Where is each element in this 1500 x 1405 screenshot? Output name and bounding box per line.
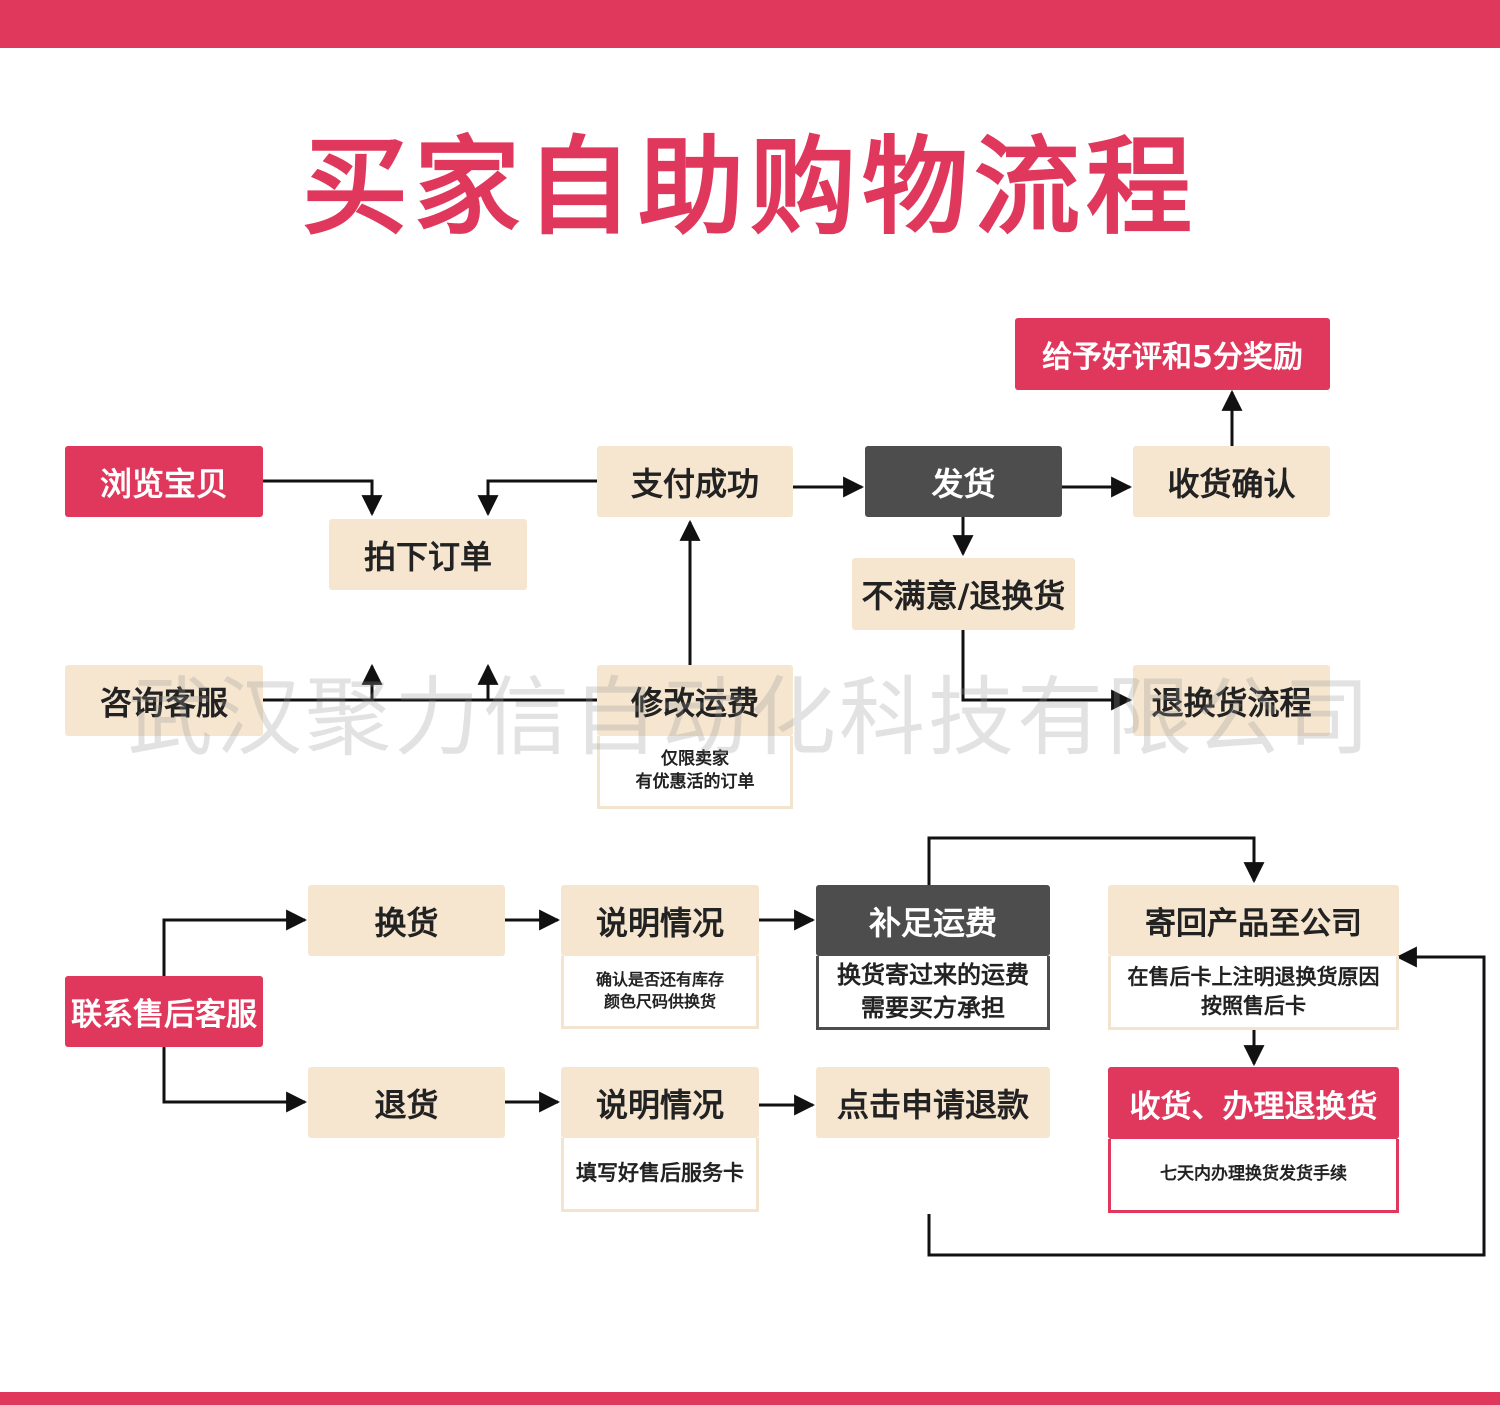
note-explain-exchange: 确认是否还有库存 颜色尺码供换货 — [561, 956, 759, 1029]
arrow-extra-to-sendback — [927, 836, 1265, 885]
arrow-unsatisfied-to-returnflow — [961, 630, 1133, 711]
note-explain-return: 填写好售后服务卡 — [561, 1138, 759, 1212]
node-receive-process: 收货、办理退换货 — [1108, 1067, 1399, 1139]
node-confirm-receipt: 收货确认 — [1133, 446, 1330, 517]
note-send-back: 在售后卡上注明退换货原因 按照售后卡 — [1108, 956, 1399, 1030]
node-unsatisfied: 不满意/退换货 — [852, 558, 1075, 630]
node-place-order: 拍下订单 — [329, 519, 527, 590]
node-modify-shipping: 修改运费 — [597, 665, 793, 736]
arrow-contact-to-return — [162, 1047, 308, 1113]
node-contact-after-sales: 联系售后客服 — [65, 976, 263, 1047]
arrow-refund-to-sendback — [927, 946, 1486, 1257]
node-send-back: 寄回产品至公司 — [1108, 885, 1399, 956]
node-return-flow: 退换货流程 — [1133, 665, 1330, 736]
arrow-pay-to-order — [477, 479, 597, 517]
node-apply-refund: 点击申请退款 — [816, 1067, 1050, 1138]
bottom-band — [0, 1392, 1500, 1405]
node-consult: 咨询客服 — [65, 665, 263, 736]
node-good-review: 给予好评和5分奖励 — [1015, 318, 1330, 390]
node-ship: 发货 — [865, 446, 1062, 517]
node-explain-return: 说明情况 — [561, 1067, 759, 1138]
arrow-contact-to-exchange — [162, 909, 308, 976]
node-exchange: 换货 — [308, 885, 505, 956]
note-modify-shipping: 仅限卖家 有优惠活的订单 — [597, 736, 793, 809]
top-band — [0, 0, 1500, 48]
node-browse: 浏览宝贝 — [65, 446, 263, 517]
note-pay-extra-shipping: 换货寄过来的运费 需要买方承担 — [816, 956, 1050, 1030]
node-pay-extra-shipping: 补足运费 — [816, 885, 1050, 956]
page-title: 买家自助购物流程 — [302, 126, 1198, 249]
note-receive-process: 七天内办理换货发货手续 — [1108, 1139, 1399, 1213]
node-pay-success: 支付成功 — [597, 446, 793, 517]
node-return: 退货 — [308, 1067, 505, 1138]
arrow-browse-to-order — [262, 479, 383, 517]
node-explain-exchange: 说明情况 — [561, 885, 759, 956]
watermark: 武汉聚力信自动化科技有限公司 — [127, 668, 1373, 768]
